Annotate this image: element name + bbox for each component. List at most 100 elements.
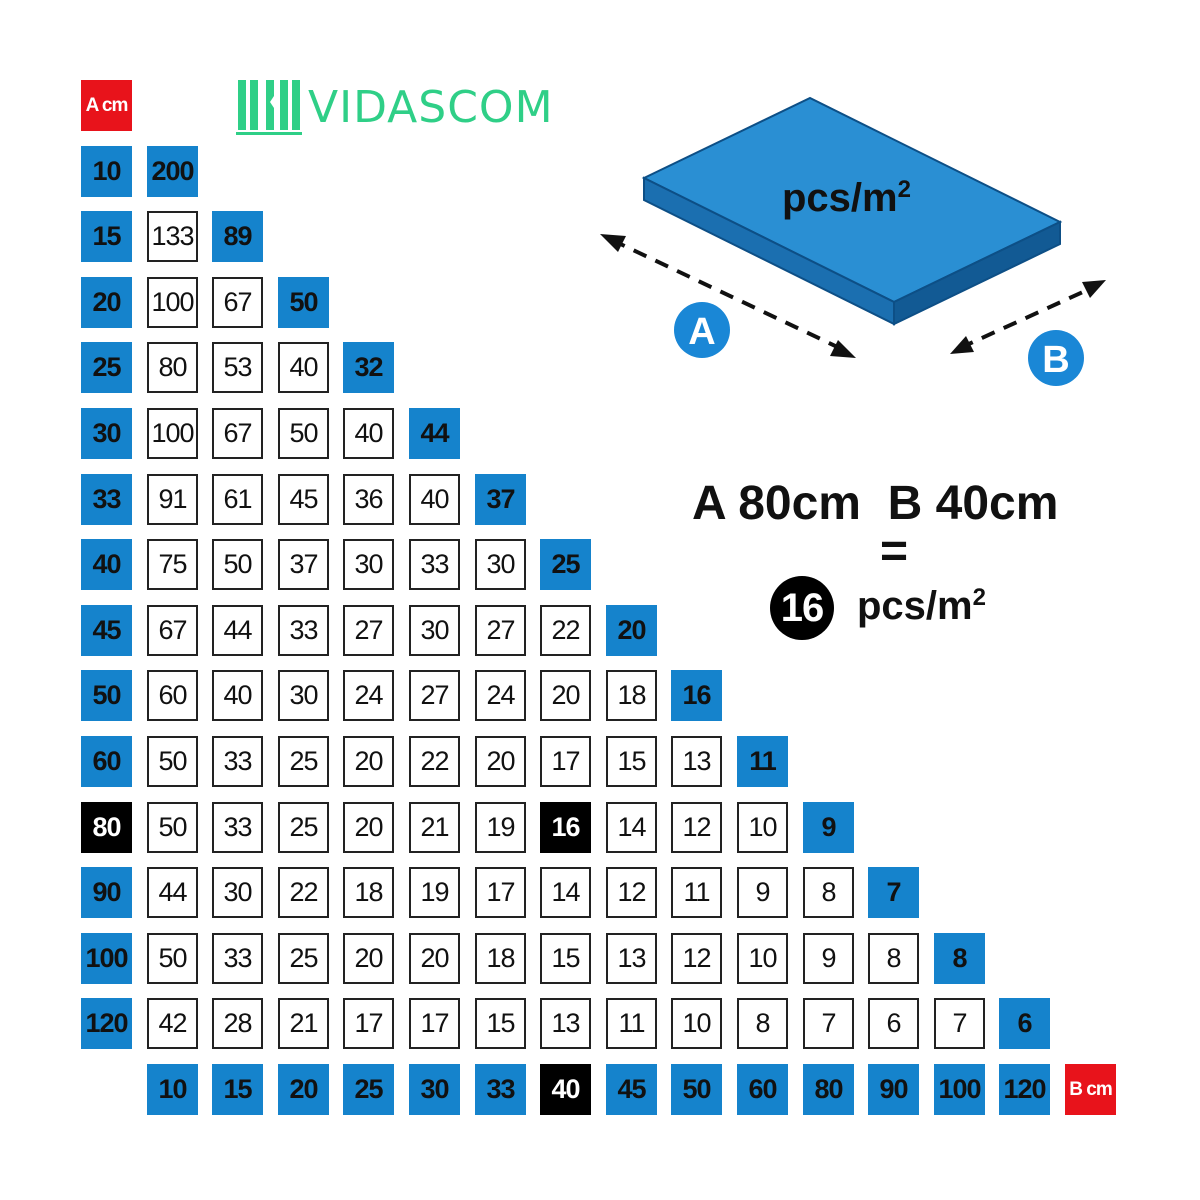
table-cell: 33 <box>278 605 329 656</box>
table-cell: 17 <box>475 867 526 918</box>
table-cell: 50 <box>212 539 263 590</box>
table-cell: 40 <box>409 474 460 525</box>
table-cell: 60 <box>147 670 198 721</box>
b-header-cell: 20 <box>278 1064 329 1115</box>
table-cell: 19 <box>409 867 460 918</box>
b-header-cell: 60 <box>737 1064 788 1115</box>
example-dimensions: A 80cm B 40cm <box>692 477 1059 530</box>
table-cell: 25 <box>540 539 591 590</box>
table-cell: 45 <box>278 474 329 525</box>
table-cell: 17 <box>409 998 460 1049</box>
table-cell: 22 <box>409 736 460 787</box>
table-cell: 89 <box>212 211 263 262</box>
table-cell: 40 <box>212 670 263 721</box>
table-cell: 67 <box>147 605 198 656</box>
b-header-cell: 15 <box>212 1064 263 1115</box>
table-cell: 15 <box>475 998 526 1049</box>
table-cell: 44 <box>409 408 460 459</box>
table-cell: 6 <box>868 998 919 1049</box>
table-cell: 19 <box>475 802 526 853</box>
table-cell: 10 <box>671 998 722 1049</box>
table-cell: 32 <box>343 342 394 393</box>
table-cell: 100 <box>147 408 198 459</box>
table-cell: 30 <box>278 670 329 721</box>
table-cell: 33 <box>409 539 460 590</box>
table-cell: 24 <box>343 670 394 721</box>
a-header-cell: 60 <box>81 736 132 787</box>
table-cell: 20 <box>343 802 394 853</box>
table-cell: 12 <box>671 933 722 984</box>
b-header-cell: 50 <box>671 1064 722 1115</box>
table-cell: 44 <box>212 605 263 656</box>
table-cell: 42 <box>147 998 198 1049</box>
table-cell: 33 <box>212 736 263 787</box>
a-header-cell: 45 <box>81 605 132 656</box>
table-cell: 8 <box>803 867 854 918</box>
table-cell: 11 <box>671 867 722 918</box>
table-cell: 40 <box>278 342 329 393</box>
side-b-label: B <box>1042 339 1069 381</box>
table-cell: 20 <box>343 933 394 984</box>
b-header-cell: 80 <box>803 1064 854 1115</box>
example-result-value: 16 <box>770 576 834 640</box>
table-cell: 6 <box>999 998 1050 1049</box>
table-cell: 7 <box>803 998 854 1049</box>
table-cell: 33 <box>212 802 263 853</box>
table-cell: 13 <box>606 933 657 984</box>
table-cell: 16 <box>671 670 722 721</box>
table-cell: 37 <box>475 474 526 525</box>
b-header-cell: 45 <box>606 1064 657 1115</box>
table-cell: 20 <box>343 736 394 787</box>
table-cell: 20 <box>475 736 526 787</box>
example-equals: = <box>880 525 909 578</box>
brand-name: VIDASCOM <box>308 82 554 133</box>
table-cell: 11 <box>737 736 788 787</box>
table-cell: 33 <box>212 933 263 984</box>
table-cell: 9 <box>803 802 854 853</box>
side-a-label: A <box>688 311 715 353</box>
tile-dimension-diagram: A B <box>600 96 1106 386</box>
table-cell: 15 <box>540 933 591 984</box>
table-cell: 8 <box>934 933 985 984</box>
b-header-cell: 25 <box>343 1064 394 1115</box>
table-cell: 40 <box>343 408 394 459</box>
table-cell: 24 <box>475 670 526 721</box>
table-cell: 9 <box>803 933 854 984</box>
table-cell: 27 <box>475 605 526 656</box>
a-header-cell: 90 <box>81 867 132 918</box>
table-cell: 11 <box>606 998 657 1049</box>
table-cell: 25 <box>278 802 329 853</box>
table-cell: 20 <box>606 605 657 656</box>
table-cell: 10 <box>737 933 788 984</box>
table-cell: 44 <box>147 867 198 918</box>
table-cell: 200 <box>147 146 198 197</box>
table-cell: 15 <box>606 736 657 787</box>
table-cell: 36 <box>343 474 394 525</box>
table-cell: 21 <box>278 998 329 1049</box>
b-header-cell: 40 <box>540 1064 591 1115</box>
table-cell: 67 <box>212 408 263 459</box>
a-header-cell: 40 <box>81 539 132 590</box>
table-cell: 50 <box>147 736 198 787</box>
table-cell: 30 <box>409 605 460 656</box>
table-cell: 91 <box>147 474 198 525</box>
table-cell: 22 <box>278 867 329 918</box>
table-cell: 50 <box>278 277 329 328</box>
axis-a-label: A cm <box>81 80 132 131</box>
table-cell: 21 <box>409 802 460 853</box>
table-cell: 12 <box>606 867 657 918</box>
table-cell: 8 <box>868 933 919 984</box>
table-cell: 133 <box>147 211 198 262</box>
table-cell: 12 <box>671 802 722 853</box>
table-cell: 80 <box>147 342 198 393</box>
table-cell: 50 <box>147 802 198 853</box>
b-header-cell: 10 <box>147 1064 198 1115</box>
b-header-cell: 120 <box>999 1064 1050 1115</box>
table-cell: 27 <box>343 605 394 656</box>
table-cell: 14 <box>606 802 657 853</box>
table-cell: 27 <box>409 670 460 721</box>
table-cell: 30 <box>212 867 263 918</box>
a-header-cell: 33 <box>81 474 132 525</box>
table-cell: 20 <box>409 933 460 984</box>
table-cell: 9 <box>737 867 788 918</box>
